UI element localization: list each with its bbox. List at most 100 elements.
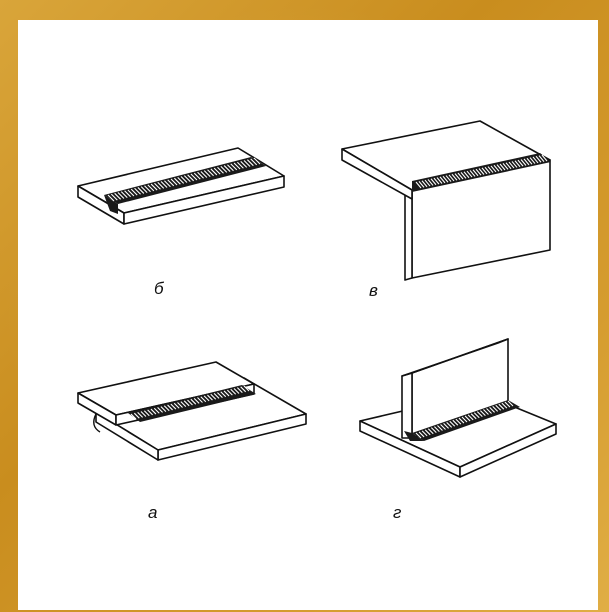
weld-ripple — [489, 407, 495, 413]
weld-ripple — [455, 418, 462, 425]
label-g: г — [393, 503, 402, 522]
weld-ripple — [210, 393, 217, 400]
weld-ripple — [458, 417, 465, 424]
weld-ripple — [507, 400, 514, 407]
weld-ripple — [134, 187, 141, 195]
weld-ripple — [246, 159, 254, 167]
weld-ripple — [418, 431, 425, 438]
weld-ripple — [511, 161, 518, 168]
weld-ripple — [436, 177, 443, 184]
weld-ripple — [535, 155, 542, 163]
weld-ripple — [243, 160, 251, 167]
weld-ripple — [492, 405, 499, 412]
weld-ripple — [140, 186, 148, 193]
weld-ripple — [490, 165, 497, 173]
weld-ripple — [137, 187, 145, 194]
weld-ripple — [243, 385, 250, 392]
weld-ripple — [167, 179, 175, 187]
weld-ripple — [117, 192, 125, 199]
weld-ripple — [504, 401, 511, 408]
weld-ripple — [207, 169, 214, 177]
weld-ripple — [446, 421, 453, 428]
label-b: б — [154, 279, 164, 298]
weld-ripple — [463, 171, 470, 179]
weld-ripple — [230, 163, 238, 171]
weld-ripple — [523, 158, 530, 166]
weld-ripple — [415, 432, 422, 439]
weld-ripple — [440, 424, 446, 430]
weld-ripple — [230, 388, 237, 395]
weld-ripple — [180, 401, 187, 408]
weld-ripple — [237, 161, 244, 169]
weld-ripple — [187, 174, 195, 182]
weld-ripple — [430, 427, 437, 434]
weld-ripple — [154, 182, 161, 190]
butt-joint-drawing — [77, 147, 285, 225]
weld-ripple — [424, 179, 431, 187]
weld-ripple — [110, 193, 118, 201]
weld-ripple — [253, 157, 261, 165]
weld-ripple — [190, 173, 198, 181]
weld-ripple — [529, 157, 536, 164]
weld-ripple — [460, 172, 467, 179]
weld-ripple — [470, 413, 477, 420]
weld-ripple — [433, 177, 440, 185]
weld-ripple — [130, 188, 138, 196]
figure-panel: б в а г — [18, 20, 598, 610]
weld-ripple — [220, 391, 227, 398]
weld-ripple — [233, 162, 241, 170]
weld-ripple — [541, 154, 548, 162]
weld-ripple — [493, 164, 500, 172]
weld-ripple — [150, 408, 157, 415]
weld-ripple — [177, 176, 185, 184]
weld-ripple — [484, 166, 491, 174]
weld-ripple — [213, 167, 221, 175]
weld-ripple — [483, 409, 489, 415]
weld-ripple — [127, 189, 135, 197]
weld-ripple — [160, 406, 167, 412]
weld-ripple — [170, 403, 177, 410]
weld-ripple — [144, 185, 151, 193]
weld-ripple — [200, 396, 207, 403]
label-a: а — [148, 503, 158, 522]
lap-joint-drawing — [77, 361, 307, 461]
weld-ripple — [120, 191, 128, 199]
weld-ripple — [157, 407, 163, 413]
weld-ripple — [227, 164, 234, 172]
weld-ripple — [207, 394, 213, 401]
weld-ripple — [473, 412, 480, 419]
weld-ripple — [233, 388, 240, 394]
weld-ripple — [220, 166, 228, 173]
weld-ripple — [173, 402, 180, 409]
weld-ripple — [476, 411, 483, 418]
weld-ripple — [114, 192, 122, 200]
weld-ripple — [240, 160, 248, 168]
weld-ripple — [421, 180, 428, 188]
weld-ripple — [203, 170, 211, 178]
weld-ripple — [481, 167, 488, 175]
weld-ripple — [443, 423, 449, 429]
weld-ripple — [223, 165, 231, 172]
weld-ripple — [496, 164, 503, 171]
weld-ripple — [240, 386, 247, 393]
weld-ripple — [183, 175, 191, 183]
weld-ripple — [466, 170, 473, 178]
weld-ripple — [157, 181, 165, 189]
weld-ripple — [464, 415, 471, 422]
weld-ripple — [480, 410, 486, 416]
weld-ripple — [124, 190, 131, 198]
weld-ripple — [424, 429, 431, 436]
weld-ripple — [421, 430, 428, 437]
weld-ripple — [190, 398, 197, 405]
weld-ripple — [452, 419, 459, 426]
weld-ripple — [475, 168, 482, 176]
weld-ripple — [439, 176, 446, 184]
weld-ripple — [434, 426, 440, 432]
label-v: в — [369, 281, 378, 300]
weld-ripple — [183, 400, 190, 407]
weld-ripple — [226, 389, 233, 396]
weld-ripple — [130, 413, 137, 420]
weld-ripple — [502, 163, 509, 170]
weld-ripple — [427, 179, 434, 186]
weld-ripple — [532, 156, 539, 164]
